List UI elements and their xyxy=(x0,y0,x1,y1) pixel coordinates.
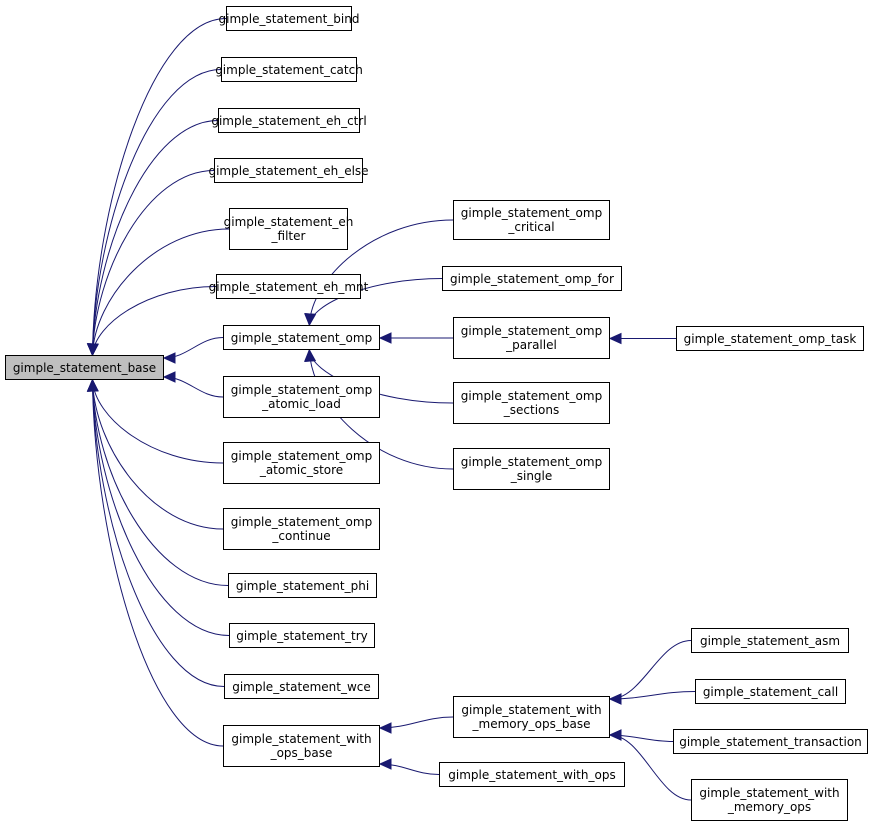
edge-line xyxy=(308,219,454,326)
edge-line xyxy=(91,379,229,586)
edge-line xyxy=(91,170,215,356)
node-gimple-statement-wce[interactable]: gimple_statement_wce xyxy=(224,674,379,699)
edge-arrowhead xyxy=(304,348,316,362)
edge-bind-to-base xyxy=(86,18,227,357)
node-gimple-statement-omp-for[interactable]: gimple_statement_omp_for xyxy=(442,266,622,291)
edge-arrowhead xyxy=(304,313,317,327)
edge-arrowhead xyxy=(162,371,176,383)
edge-arrowhead xyxy=(378,332,392,344)
edge-line xyxy=(308,349,454,470)
node-gimple-statement-omp-atomic-store[interactable]: gimple_statement_omp _atomic_store xyxy=(223,442,380,484)
node-gimple-statement-omp-atomic-load[interactable]: gimple_statement_omp _atomic_load xyxy=(223,376,380,418)
edge-asm-to-with_memory_ops_base xyxy=(608,640,692,705)
edge-with_ops-to-with_ops_base xyxy=(378,758,440,775)
edge-line xyxy=(91,379,230,636)
node-gimple-statement-omp[interactable]: gimple_statement_omp xyxy=(223,325,380,350)
node-gimple-statement-with-ops-base[interactable]: gimple_statement_with _ops_base xyxy=(223,725,380,767)
edge-line xyxy=(91,379,224,464)
edge-catch-to-base xyxy=(86,69,222,357)
node-gimple-statement-omp-task[interactable]: gimple_statement_omp_task xyxy=(676,326,864,351)
edge-arrowhead xyxy=(378,722,392,734)
edge-arrowhead xyxy=(86,378,99,392)
node-gimple-statement-with-memory-ops[interactable]: gimple_statement_with _memory_ops xyxy=(691,779,848,821)
node-gimple-statement-eh-mnt[interactable]: gimple_statement_eh_mnt xyxy=(209,274,368,299)
edge-line xyxy=(91,379,224,747)
edge-line xyxy=(91,379,224,530)
edge-call-to-with_memory_ops_base xyxy=(608,691,696,705)
edge-omp-to-base xyxy=(162,337,224,364)
edge-arrowhead xyxy=(608,729,622,741)
edge-omp_atomic_load-to-base xyxy=(162,371,224,398)
edge-omp_parallel-to-omp xyxy=(378,332,454,344)
node-gimple-statement-omp-single[interactable]: gimple_statement_omp _single xyxy=(453,448,610,490)
edge-arrowhead xyxy=(608,693,622,705)
edge-try-to-base xyxy=(86,378,230,636)
node-gimple-statement-omp-continue[interactable]: gimple_statement_omp _continue xyxy=(223,508,380,550)
node-gimple-statement-eh-else[interactable]: gimple_statement_eh_else xyxy=(208,158,369,183)
edge-arrowhead xyxy=(162,352,176,364)
edge-line xyxy=(91,286,217,356)
edge-line xyxy=(91,120,219,356)
edge-arrowhead xyxy=(608,332,622,345)
node-gimple-statement-eh-ctrl[interactable]: gimple_statement_eh_ctrl xyxy=(211,108,367,133)
node-gimple-statement-call[interactable]: gimple_statement_call xyxy=(695,679,846,704)
node-gimple-statement-eh-filter[interactable]: gimple_statement_eh _filter xyxy=(224,208,353,250)
node-gimple-statement-omp-parallel[interactable]: gimple_statement_omp _parallel xyxy=(453,317,610,359)
node-gimple-statement-base: gimple_statement_base xyxy=(5,355,164,380)
edge-line xyxy=(91,69,222,356)
node-gimple-statement-asm[interactable]: gimple_statement_asm xyxy=(691,628,849,653)
node-gimple-statement-transaction[interactable]: gimple_statement_transaction xyxy=(673,729,868,754)
edge-line xyxy=(91,228,230,356)
edge-line xyxy=(609,640,692,700)
edge-omp_task-to-omp_parallel xyxy=(608,332,676,345)
edge-line xyxy=(609,691,696,700)
edge-line xyxy=(91,18,227,356)
edge-with_memory_ops_base-to-with_ops_base xyxy=(378,716,454,734)
edge-with_ops_base-to-base xyxy=(86,378,224,747)
edge-with_memory_ops-to-with_memory_ops_base xyxy=(608,729,692,801)
edge-eh_mnt-to-base xyxy=(87,286,217,357)
node-gimple-statement-with-memory-ops-base[interactable]: gimple_statement_with _memory_ops_base xyxy=(453,696,610,738)
node-gimple-statement-with-ops[interactable]: gimple_statement_with_ops xyxy=(439,762,625,787)
node-gimple-statement-omp-sections[interactable]: gimple_statement_omp _sections xyxy=(453,382,610,424)
node-gimple-statement-omp-critical[interactable]: gimple_statement_omp _critical xyxy=(453,200,610,240)
edge-omp_single-to-omp xyxy=(304,348,454,470)
node-gimple-statement-phi[interactable]: gimple_statement_phi xyxy=(228,573,377,598)
edge-line xyxy=(91,379,225,687)
node-gimple-statement-bind[interactable]: gimple_statement_bind xyxy=(219,6,359,31)
node-gimple-statement-catch[interactable]: gimple_statement_catch xyxy=(215,57,363,82)
edge-arrowhead xyxy=(378,758,392,770)
edge-arrowhead xyxy=(87,343,99,357)
edge-phi-to-base xyxy=(86,378,229,586)
node-gimple-statement-try[interactable]: gimple_statement_try xyxy=(229,623,375,648)
